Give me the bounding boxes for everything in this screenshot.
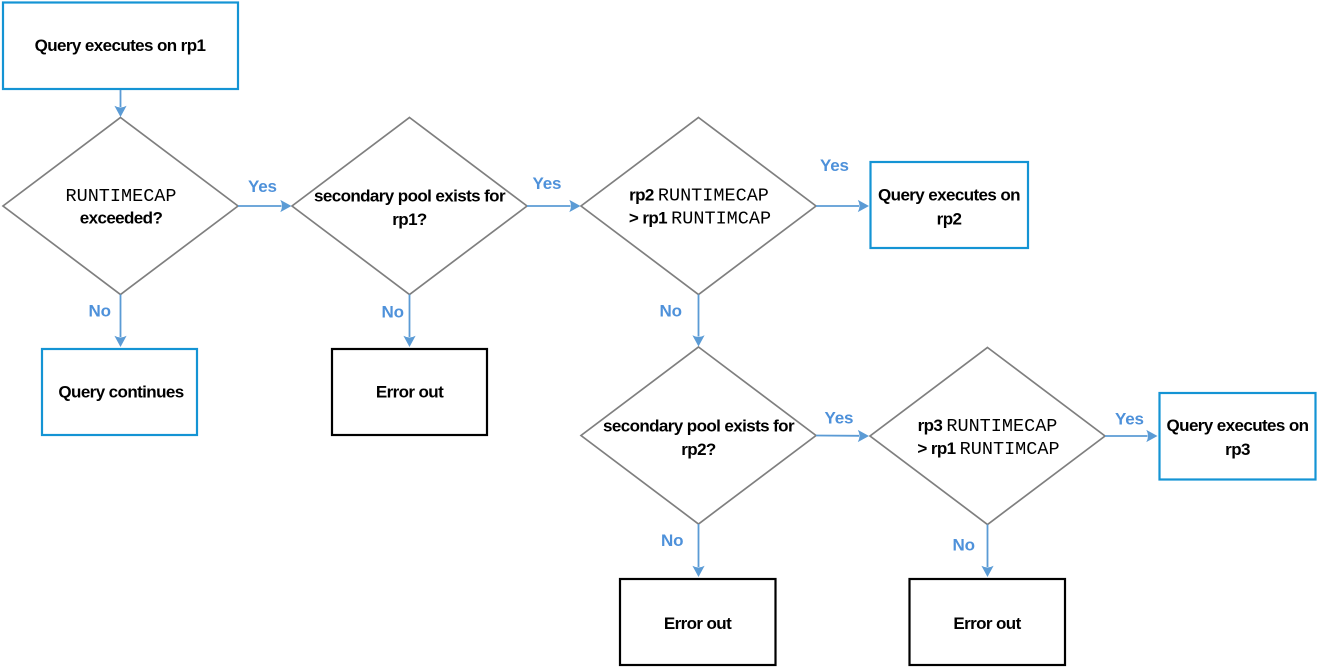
svg-text:rp2: rp2 [937,210,962,229]
svg-text:No: No [660,302,682,321]
svg-text:rp1?: rp1? [392,210,427,229]
svg-text:rp3 RUNTIMECAP: rp3 RUNTIMECAP [918,416,1058,437]
svg-text:Error out: Error out [664,614,732,633]
svg-text:rp2 RUNTIMECAP: rp2 RUNTIMECAP [629,186,769,207]
svg-text:Yes: Yes [820,156,849,175]
svg-text:No: No [953,536,975,555]
svg-text:> rp1 RUNTIMCAP: > rp1 RUNTIMCAP [917,439,1059,460]
svg-text:Query executes on: Query executes on [878,186,1020,205]
svg-text:rp2?: rp2? [681,440,716,459]
svg-text:> rp1 RUNTIMCAP: > rp1 RUNTIMCAP [629,209,771,230]
svg-text:No: No [89,302,111,321]
svg-text:Yes: Yes [248,177,277,196]
svg-text:Query executes on rp1: Query executes on rp1 [35,36,206,55]
svg-text:Query executes on: Query executes on [1167,416,1309,435]
svg-text:Yes: Yes [825,409,854,428]
svg-text:Yes: Yes [533,174,562,193]
svg-text:exceeded?: exceeded? [80,209,163,228]
svg-text:rp3: rp3 [1225,440,1250,459]
svg-text:Query continues: Query continues [58,383,183,402]
svg-text:RUNTIMECAP: RUNTIMECAP [65,186,176,207]
svg-text:Yes: Yes [1115,410,1144,429]
svg-text:secondary pool exists for: secondary pool exists for [603,417,795,436]
svg-text:Error out: Error out [953,614,1021,633]
svg-text:No: No [382,303,404,322]
svg-text:Error out: Error out [376,383,444,402]
svg-text:No: No [661,531,683,550]
svg-text:secondary pool exists for: secondary pool exists for [314,187,506,206]
